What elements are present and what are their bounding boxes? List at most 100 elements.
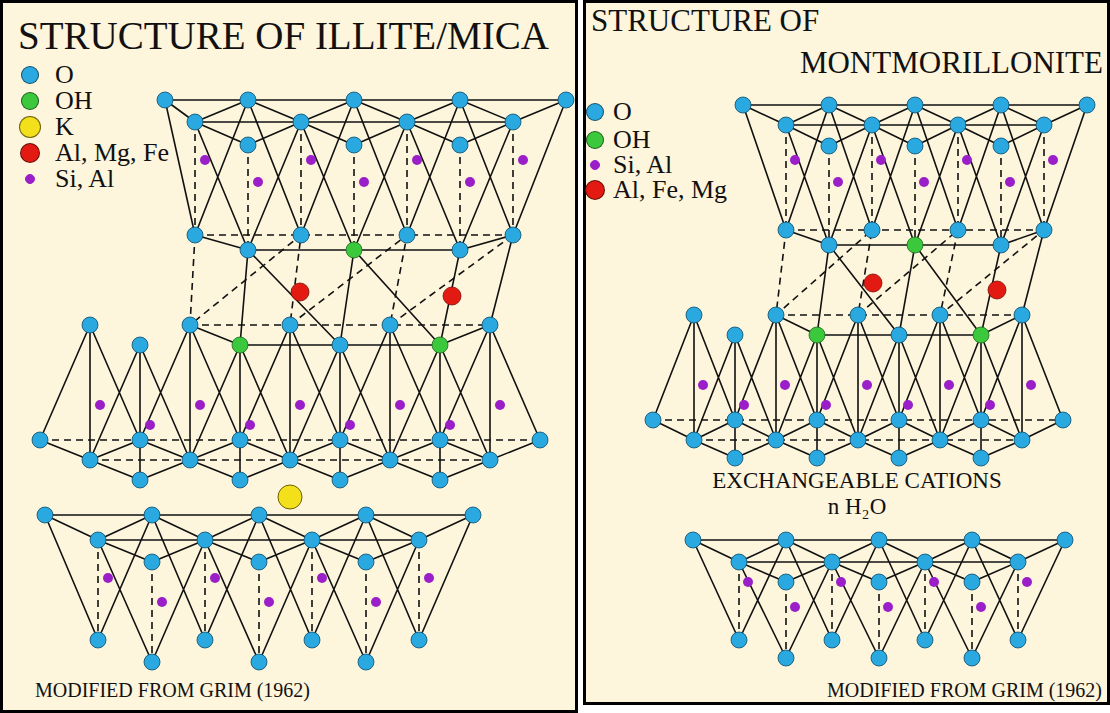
oxygen-atoms [917, 632, 933, 648]
silicon-atoms [698, 155, 1058, 612]
oxygen-atoms [90, 632, 106, 648]
silicon-atoms [518, 155, 528, 165]
hydroxyl-groups [809, 237, 989, 343]
oxygen-atoms [850, 307, 866, 323]
oxygen-atoms [332, 432, 348, 448]
oxygen-atoms [731, 632, 747, 648]
oxygen-atoms [821, 237, 837, 253]
silicon-atoms [919, 177, 929, 187]
oxygen-atoms [871, 532, 887, 548]
silicon-atoms [862, 380, 872, 390]
oxygen-atoms [90, 532, 106, 548]
silicon-atoms [1048, 155, 1058, 165]
octahedral-cations [291, 283, 309, 301]
oxygen-atoms [182, 317, 198, 333]
oxygen-atoms [132, 472, 148, 488]
silicon-atoms [465, 177, 475, 187]
oxygen-atoms [382, 452, 398, 468]
structure-label: n H₂O [826, 494, 889, 520]
octahedral-cations [443, 287, 461, 305]
oxygen-atoms [950, 117, 966, 133]
oxygen-atoms [187, 114, 203, 130]
silicon-atoms [739, 400, 749, 410]
oxygen-atoms [864, 117, 880, 133]
oxygen-atoms [399, 114, 415, 130]
oxygen-atoms [282, 317, 298, 333]
silicon-atoms [780, 380, 790, 390]
oxygen-atoms [891, 450, 907, 466]
illite-structure [32, 92, 574, 670]
oxygen-atoms [293, 114, 309, 130]
bond-lines [40, 325, 540, 480]
oxygen-atoms [32, 92, 574, 670]
oxygen-atoms [411, 632, 427, 648]
oxygen-atoms [864, 222, 880, 238]
octahedral-cations [291, 283, 461, 305]
oxygen-atoms [304, 632, 320, 648]
silicon-atoms [743, 577, 753, 587]
silicon-atoms [424, 573, 434, 583]
bond-lines [739, 562, 1018, 658]
legend-swatch [21, 92, 39, 110]
oxygen-atoms [432, 472, 448, 488]
legend-swatch [19, 116, 41, 138]
oxygen-atoms [871, 574, 887, 590]
silicon-atoms [295, 400, 305, 410]
oxygen-atoms [32, 432, 48, 448]
oxygen-atoms [144, 507, 160, 523]
oxygen-atoms [432, 432, 448, 448]
legend-swatch [586, 131, 604, 149]
oxygen-atoms [232, 472, 248, 488]
oxygen-atoms [358, 654, 374, 670]
oxygen-atoms [824, 554, 840, 570]
silicon-atoms [200, 155, 210, 165]
oxygen-atoms [809, 412, 825, 428]
bond-lines [45, 515, 473, 662]
oxygen-atoms [240, 137, 256, 153]
legend-label-holder: O [611, 99, 634, 125]
silicon-atoms [790, 155, 800, 165]
silicon-atoms [929, 577, 939, 587]
oxygen-atoms [727, 450, 743, 466]
silicon-atoms [445, 420, 455, 430]
legend-swatch [590, 160, 600, 170]
oxygen-atoms [197, 532, 213, 548]
silicon-atoms [883, 602, 893, 612]
panel-title-holder: STRUCTURE OF MONTMORILLONITE [591, 0, 1103, 84]
oxygen-atoms [240, 242, 256, 258]
legend-label-holder: Si, Al [611, 152, 674, 178]
oxygen-atoms [452, 242, 468, 258]
silicon-atoms [790, 602, 800, 612]
hydroxyl-groups [907, 237, 923, 253]
silicon-atoms [317, 573, 327, 583]
silicon-atoms [95, 400, 105, 410]
legend-label: Al, Fe, Mg [611, 177, 729, 203]
oxygen-atoms [686, 432, 702, 448]
silicon-atoms [345, 420, 355, 430]
silicon-atoms [876, 155, 886, 165]
silicon-atoms [1005, 177, 1015, 187]
silicon-atoms [1022, 577, 1032, 587]
oxygen-atoms [1057, 532, 1073, 548]
oxygen-atoms [482, 452, 498, 468]
panel-title: STRUCTURE OF MONTMORILLONITE [591, 0, 1103, 84]
source-caption: MODIFIED FROM GRIM (1962) [35, 678, 310, 702]
oxygen-atoms [532, 432, 548, 448]
bond-lines [786, 125, 1044, 245]
oxygen-atoms [907, 138, 923, 154]
oxygen-atoms [382, 317, 398, 333]
oxygen-atoms [132, 432, 148, 448]
bond-lines [776, 230, 1044, 335]
legend-label: O [611, 99, 634, 125]
bond-lines [776, 230, 1044, 315]
hydroxyl-groups [809, 327, 825, 343]
bond-lines [190, 235, 513, 325]
oxygen-atoms [293, 227, 309, 243]
potassium-ion [278, 485, 302, 509]
silicon-atoms [245, 420, 255, 430]
bond-lines [653, 315, 1063, 458]
panel-title: STRUCTURE OF ILLITE/MICA [18, 13, 549, 59]
octahedral-cations [988, 281, 1006, 299]
legend-swatch [586, 103, 604, 121]
